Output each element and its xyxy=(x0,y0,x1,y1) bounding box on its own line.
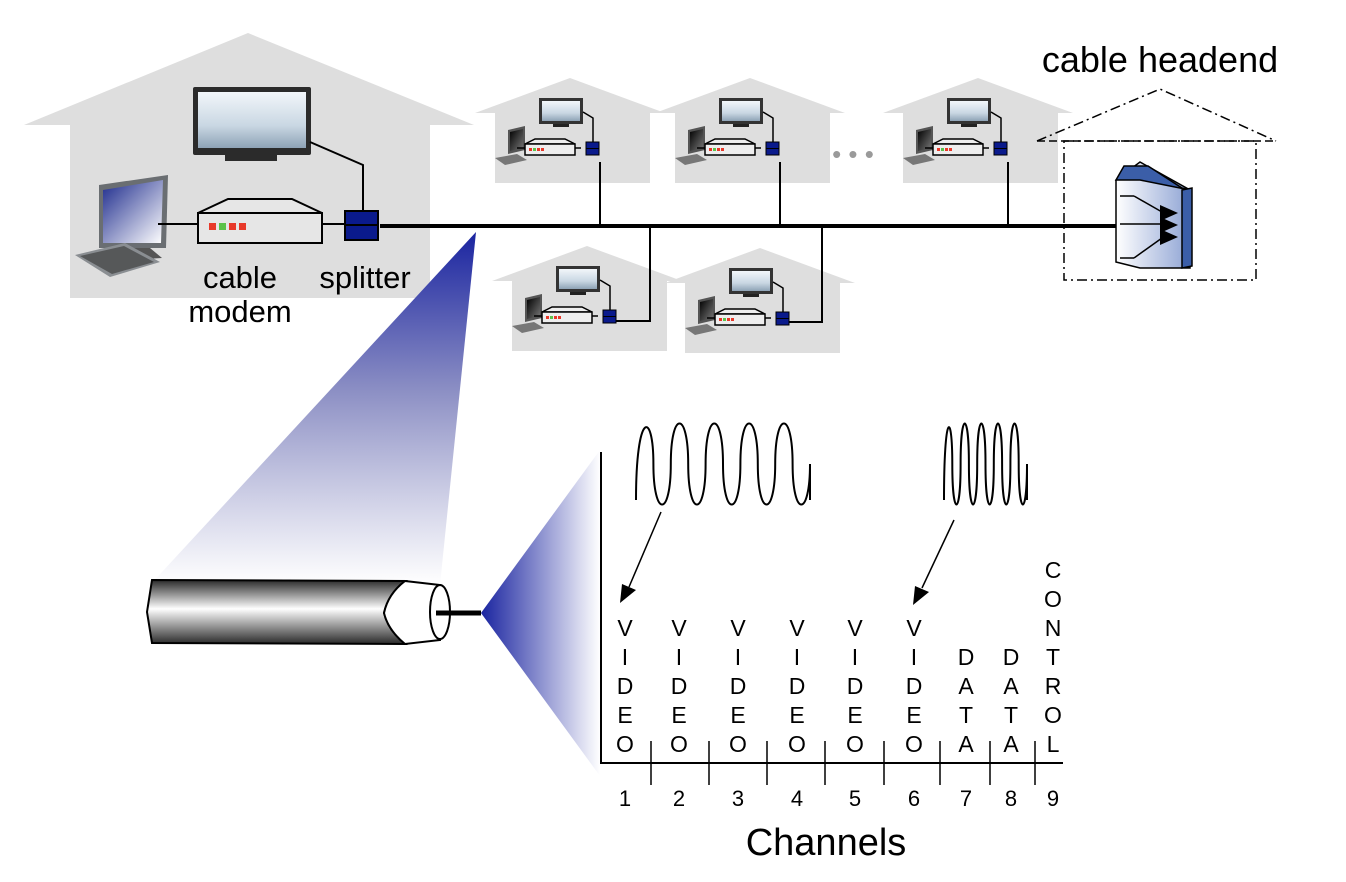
splitter-icon xyxy=(344,210,379,241)
channel-type-letter: I xyxy=(676,644,682,670)
led-icon xyxy=(219,223,226,230)
cable-headend: cable headend xyxy=(1036,39,1278,281)
channel-spectrum-chart: 1VIDEO2VIDEO3VIDEO4VIDEO5VIDEO6VIDEO7DAT… xyxy=(600,422,1063,864)
computer-icon xyxy=(75,175,168,277)
channel-type-letter: E xyxy=(847,702,862,728)
subscriber-home: cable modem splitter xyxy=(24,33,474,329)
x-axis-label: Channels xyxy=(746,822,907,864)
channel-type-letter: E xyxy=(906,702,921,728)
channel-type-letter: D xyxy=(617,673,634,699)
channel-type-letter: O xyxy=(846,731,864,757)
arrow-to-channel-1 xyxy=(620,511,662,603)
channel-type-letter: A xyxy=(1003,731,1019,757)
channel-type-letter: I xyxy=(735,644,741,670)
high-frequency-wave xyxy=(943,422,1028,506)
arrow-to-channel-6 xyxy=(913,519,955,605)
channel-type-letter: T xyxy=(959,702,973,728)
channel-type-letter: N xyxy=(1045,615,1062,641)
channel-type-letter: D xyxy=(671,673,688,699)
channel-type-letter: I xyxy=(794,644,800,670)
channel-type-letter: V xyxy=(617,615,633,641)
channel-type-letter: O xyxy=(1044,586,1062,612)
cable-modem-icon xyxy=(197,198,323,244)
channel-number-label: 8 xyxy=(1005,786,1017,811)
channel-type-letter: O xyxy=(616,731,634,757)
channel-type-letter: O xyxy=(1044,702,1062,728)
channel-type-letter: I xyxy=(622,644,628,670)
channel-type-letter: V xyxy=(906,615,922,641)
channel-number-label: 7 xyxy=(960,786,972,811)
channel-type-letter: E xyxy=(730,702,745,728)
channel-type-letter: E xyxy=(789,702,804,728)
channel-type-letter: L xyxy=(1047,731,1060,757)
neighbor-home xyxy=(654,77,846,184)
led-icon xyxy=(239,223,246,230)
splitter-label: splitter xyxy=(319,260,410,295)
channel-type-letter: D xyxy=(958,644,975,670)
led-icon xyxy=(209,223,216,230)
channel-type-letter: O xyxy=(670,731,688,757)
channel-type-letter: E xyxy=(617,702,632,728)
channel-number-label: 3 xyxy=(732,786,744,811)
channel-type-letter: T xyxy=(1046,644,1060,670)
channel-type-letter: T xyxy=(1004,702,1018,728)
channel-type-letter: E xyxy=(671,702,686,728)
channel-type-letter: O xyxy=(905,731,923,757)
cable-headend-label: cable headend xyxy=(1042,39,1278,80)
channel-type-letter: V xyxy=(671,615,687,641)
channel-type-letter: D xyxy=(906,673,923,699)
channel-number-label: 5 xyxy=(849,786,861,811)
channel-type-letter: O xyxy=(788,731,806,757)
channel-number-label: 4 xyxy=(791,786,803,811)
channel-type-letter: A xyxy=(958,731,974,757)
channel-type-letter: D xyxy=(789,673,806,699)
channel-type-letter: C xyxy=(1045,557,1062,583)
channel-type-letter: A xyxy=(958,673,974,699)
neighbor-home xyxy=(882,77,1074,184)
channel-type-letter: D xyxy=(730,673,747,699)
zoom-cone-small xyxy=(481,450,600,776)
cable-modem-label-line1: cable xyxy=(203,260,277,295)
channel-type-letter: V xyxy=(789,615,805,641)
neighbor-home xyxy=(664,247,856,354)
channel-number-label: 1 xyxy=(619,786,631,811)
channel-type-letter: I xyxy=(852,644,858,670)
channel-type-letter: V xyxy=(847,615,863,641)
cable-modem-label-line2: modem xyxy=(188,294,291,329)
channel-number-label: 6 xyxy=(908,786,920,811)
low-frequency-wave xyxy=(635,422,811,506)
channel-number-label: 9 xyxy=(1047,786,1059,811)
coax-cable-icon xyxy=(145,578,481,646)
more-homes-ellipsis: • • • xyxy=(832,139,874,169)
neighbor-home xyxy=(474,77,666,184)
tv-icon xyxy=(193,87,311,161)
channel-type-letter: R xyxy=(1045,673,1062,699)
cmts-router-icon xyxy=(1114,161,1193,269)
channel-type-letter: I xyxy=(911,644,917,670)
zoom-cone-large xyxy=(150,232,476,585)
led-icon xyxy=(229,223,236,230)
channel-type-letter: D xyxy=(847,673,864,699)
channel-type-letter: O xyxy=(729,731,747,757)
neighbor-home xyxy=(491,245,683,352)
channel-type-letter: A xyxy=(1003,673,1019,699)
channel-number-label: 2 xyxy=(673,786,685,811)
channel-type-letter: V xyxy=(730,615,746,641)
channel-type-letter: D xyxy=(1003,644,1020,670)
